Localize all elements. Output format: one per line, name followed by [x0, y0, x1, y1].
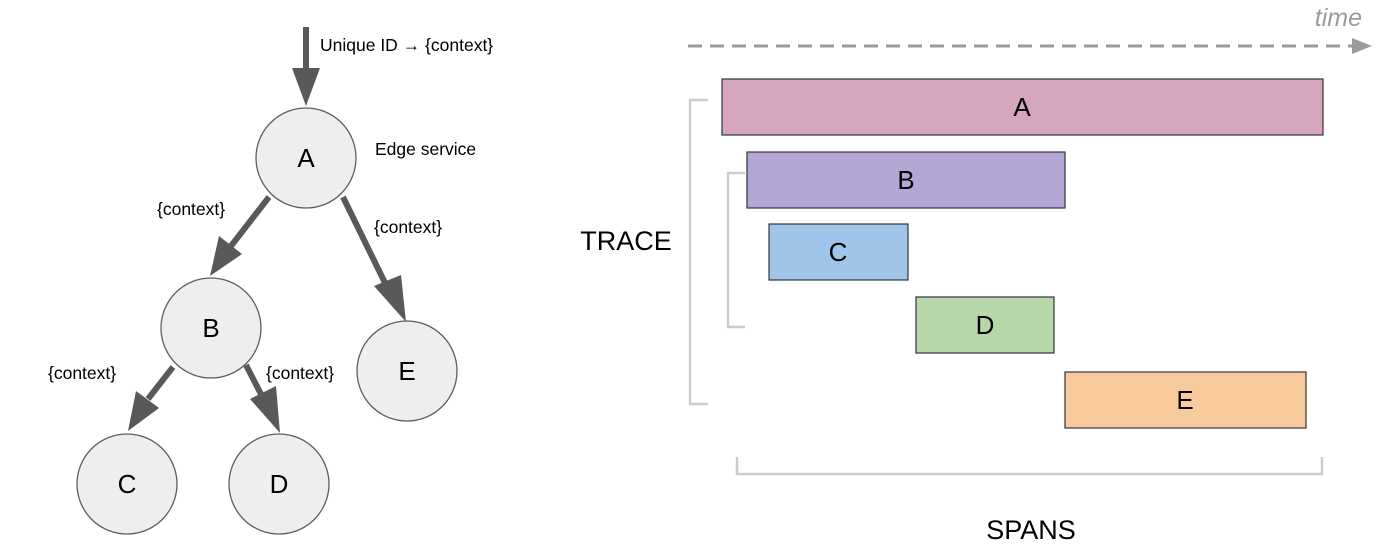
edge-b-to-d: [243, 363, 280, 433]
node-c-label: C: [118, 469, 137, 499]
span-d-bar: [915, 296, 1055, 354]
span-e-label: E: [1176, 385, 1193, 415]
spans-label: SPANS: [986, 515, 1076, 545]
entry-label: Unique ID → {context}: [320, 35, 493, 55]
edge-a-to-e: [340, 195, 406, 322]
node-d-label: D: [270, 469, 289, 499]
spans-bracket: [735, 457, 1324, 476]
entry-arrow: [292, 27, 320, 106]
span-b-label: B: [897, 165, 914, 195]
edge-a-to-b: [210, 195, 272, 276]
trace-bracket: [688, 98, 708, 406]
span-a: A: [721, 78, 1324, 136]
span-e-bar: [1064, 371, 1307, 429]
edge-b-to-c: [128, 365, 176, 431]
trace-label: TRACE: [580, 226, 672, 256]
span-e: E: [1064, 371, 1307, 429]
node-d: D: [228, 433, 330, 535]
edge-a-b-label: {context}: [157, 199, 225, 219]
span-d: D: [915, 296, 1055, 354]
node-b: B: [160, 277, 262, 379]
edge-b-d-label: {context}: [266, 363, 334, 383]
edge-b-c-label: {context}: [48, 363, 116, 383]
span-c: C: [768, 223, 909, 281]
node-e: E: [356, 320, 458, 422]
node-e-label: E: [398, 356, 415, 386]
time-label: time: [1315, 4, 1362, 32]
span-b: B: [746, 151, 1066, 209]
service-call-tree: Unique ID → {context} {context} {context…: [48, 27, 493, 535]
edge-a-e-label: {context}: [374, 217, 442, 237]
span-a-bar: [721, 78, 1324, 136]
trace-timeline: time TRACE A B C D E SPANS: [580, 4, 1372, 545]
span-c-bar: [768, 223, 909, 281]
node-a: A: [255, 107, 357, 209]
b-children-bracket: [726, 171, 745, 329]
span-c-label: C: [829, 237, 848, 267]
node-a-label: A: [297, 143, 315, 173]
span-d-label: D: [976, 310, 995, 340]
time-axis: [688, 38, 1372, 54]
span-b-bar: [746, 151, 1066, 209]
node-b-label: B: [202, 313, 219, 343]
node-c: C: [76, 433, 178, 535]
span-a-label: A: [1013, 92, 1031, 122]
edge-service-label: Edge service: [375, 139, 476, 159]
